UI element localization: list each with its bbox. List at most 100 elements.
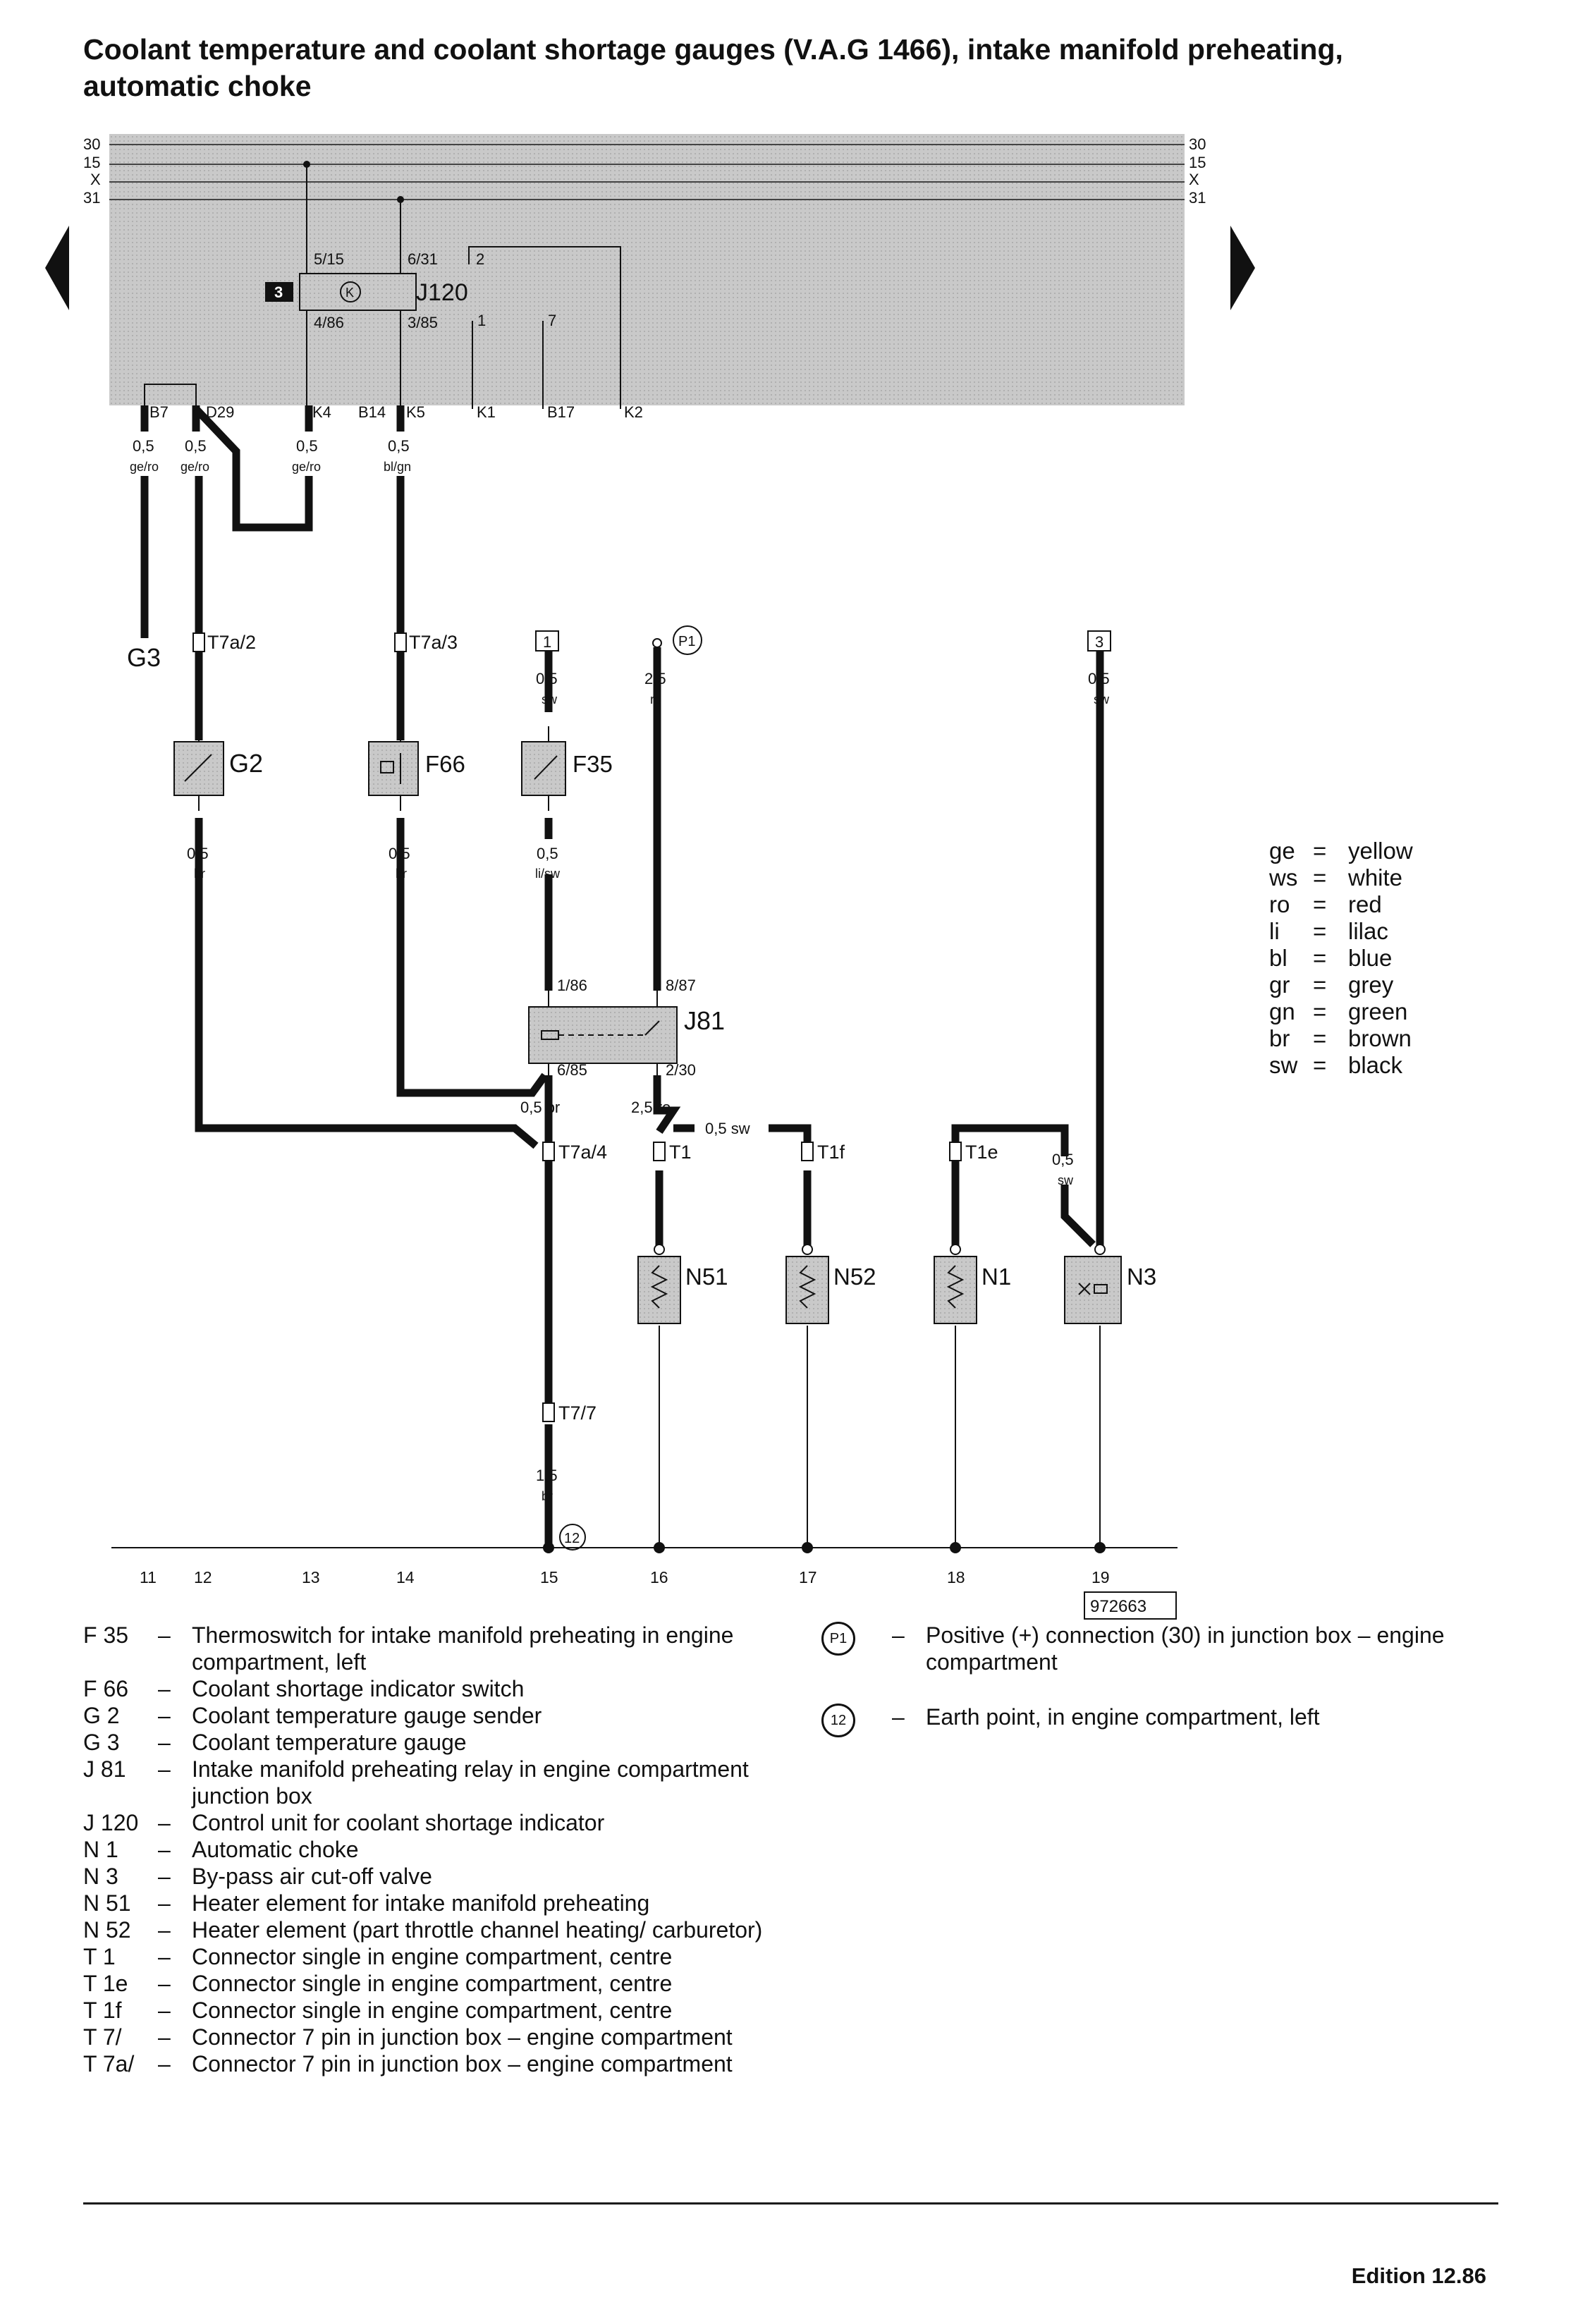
color-code: ge bbox=[1269, 838, 1295, 864]
legend-code: T 7a/ bbox=[83, 2051, 135, 2077]
equals-sign: = bbox=[1313, 972, 1327, 998]
figure-number: 972663 bbox=[1090, 1597, 1146, 1616]
component-f35: F35 bbox=[521, 726, 613, 811]
earth-point-label: 12 bbox=[564, 1531, 580, 1546]
legend-row: F 66 –Coolant shortage indicator switch bbox=[83, 1675, 788, 1702]
box-terminal: B14 bbox=[358, 403, 386, 421]
equals-sign: = bbox=[1313, 918, 1327, 944]
terminal-label: P1 bbox=[678, 634, 695, 649]
track-number: 17 bbox=[799, 1568, 817, 1586]
rail-label-right: 15 bbox=[1189, 154, 1206, 171]
connector-label: T7a/4 bbox=[558, 1142, 607, 1163]
track-number: 19 bbox=[1091, 1568, 1110, 1586]
legend-row: T 1e–Connector single in engine compartm… bbox=[83, 1970, 788, 1997]
legend-desc: Heater element for intake manifold prehe… bbox=[192, 1890, 650, 1916]
legend-code: G 2 bbox=[83, 1703, 120, 1728]
legend-dash: – bbox=[158, 2024, 171, 2050]
legend-desc: Thermoswitch for intake manifold preheat… bbox=[192, 1622, 734, 1675]
wire-color: ge/ro bbox=[130, 460, 159, 474]
legend-desc: By-pass air cut-off valve bbox=[192, 1864, 432, 1889]
connector-label: T7a/3 bbox=[409, 632, 458, 653]
legend-desc: Coolant temperature gauge bbox=[192, 1730, 467, 1755]
color-code-legend: ge=yellow ws=white ro=red li=lilac bl=bl… bbox=[1269, 838, 1413, 1079]
legend-row: T 7a/–Connector 7 pin in junction box – … bbox=[83, 2050, 788, 2077]
wire-label: 2,5 ro bbox=[631, 1099, 671, 1116]
pin-label: 4/86 bbox=[314, 314, 344, 331]
connector-label: T7/7 bbox=[558, 1402, 597, 1424]
legend-code: T 1 bbox=[83, 1944, 116, 1969]
wire-color: ro bbox=[650, 692, 661, 707]
legend-dash: – bbox=[158, 1756, 171, 1782]
wire-label: 0,5 br bbox=[520, 1099, 560, 1116]
legend-dash: – bbox=[158, 2051, 171, 2077]
legend-dash: – bbox=[158, 1676, 171, 1701]
legend-desc: Coolant shortage indicator switch bbox=[192, 1676, 525, 1701]
legend-desc: Earth point, in engine compartment, left bbox=[926, 1704, 1320, 1730]
color-code-row: li=lilac bbox=[1269, 918, 1413, 945]
prev-page-arrow-icon[interactable] bbox=[45, 226, 69, 310]
power-rails bbox=[109, 144, 1185, 200]
legend-code: T 1e bbox=[83, 1971, 128, 1996]
pin-label: 3/85 bbox=[408, 314, 438, 331]
legend-desc: Connector 7 pin in junction box – engine… bbox=[192, 2024, 733, 2050]
terminal-1: 1 bbox=[535, 630, 559, 652]
color-name: lilac bbox=[1348, 918, 1388, 944]
rail-label-left: X bbox=[90, 171, 101, 188]
wire-label: 0,5 sw bbox=[705, 1120, 750, 1137]
legend-symbol-label: 12 bbox=[821, 1704, 855, 1737]
rail-label-left: 15 bbox=[83, 154, 100, 171]
legend-code: F 66 bbox=[83, 1676, 129, 1701]
rail-label-right: 30 bbox=[1189, 135, 1206, 153]
wire-size: 2,5 bbox=[644, 670, 666, 687]
color-code-row: gn=green bbox=[1269, 998, 1413, 1025]
connector-label: T1 bbox=[669, 1142, 692, 1163]
central-electrics-box bbox=[109, 134, 1185, 405]
legend-code: N 52 bbox=[83, 1917, 131, 1943]
wire-color: sw bbox=[1094, 692, 1110, 707]
figure-number-box bbox=[1084, 1591, 1177, 1620]
legend-desc: Connector single in engine compartment, … bbox=[192, 1944, 673, 1969]
component-label-n3: N3 bbox=[1127, 1264, 1156, 1290]
legend-row: N 51–Heater element for intake manifold … bbox=[83, 1890, 788, 1916]
box-terminal: K5 bbox=[406, 403, 425, 421]
terminal-label: 3 bbox=[1095, 633, 1103, 651]
connector-t1: T1 bbox=[653, 1142, 692, 1163]
pin-label: 1 bbox=[477, 312, 486, 329]
legend-desc: Control unit for coolant shortage indica… bbox=[192, 1810, 605, 1835]
equals-sign: = bbox=[1313, 891, 1327, 917]
color-code: gr bbox=[1269, 972, 1290, 998]
color-code: br bbox=[1269, 1025, 1290, 1051]
page-title: Coolant temperature and coolant shortage… bbox=[83, 33, 1343, 102]
wire-color: br bbox=[396, 867, 407, 881]
relay-j120: K 3 J120 5/15 6/31 4/86 3/85 2 1 7 bbox=[265, 161, 621, 409]
component-f66: F66 bbox=[368, 726, 465, 811]
box-terminal: B17 bbox=[547, 403, 575, 421]
legend-desc: Intake manifold preheating relay in engi… bbox=[192, 1756, 749, 1809]
equals-sign: = bbox=[1313, 1052, 1327, 1078]
pin-label: 8/87 bbox=[666, 977, 696, 994]
terminal-label: 1 bbox=[543, 633, 551, 651]
pin-label: 7 bbox=[548, 312, 556, 329]
pin-label: 2 bbox=[476, 250, 484, 268]
wire-size: 0,5 bbox=[536, 670, 558, 687]
legend-code: J 120 bbox=[83, 1810, 139, 1835]
wire-size: 0,5 bbox=[187, 845, 209, 862]
equals-sign: = bbox=[1313, 864, 1327, 891]
color-code: sw bbox=[1269, 1052, 1298, 1078]
component-legend: F 35–Thermoswitch for intake manifold pr… bbox=[83, 1622, 788, 2077]
earth-point-symbol: 12 bbox=[821, 1704, 892, 1737]
component-g2: G2 bbox=[173, 726, 263, 811]
track-number: 16 bbox=[650, 1568, 668, 1586]
legend-row: T 1f–Connector single in engine compartm… bbox=[83, 1997, 788, 2024]
legend-row: N 3–By-pass air cut-off valve bbox=[83, 1863, 788, 1890]
color-code-row: ws=white bbox=[1269, 864, 1413, 891]
legend-dash: – bbox=[158, 1837, 171, 1862]
earth-nodes bbox=[543, 1542, 1106, 1553]
color-code-row: br=brown bbox=[1269, 1025, 1413, 1052]
next-page-arrow-icon[interactable] bbox=[1230, 226, 1255, 310]
pin-label: 1/86 bbox=[557, 977, 587, 994]
track-number: 18 bbox=[947, 1568, 965, 1586]
legend-dash: – bbox=[158, 1917, 171, 1943]
legend-symbol-label: P1 bbox=[821, 1622, 855, 1656]
component-label-j81: J81 bbox=[684, 1006, 725, 1035]
